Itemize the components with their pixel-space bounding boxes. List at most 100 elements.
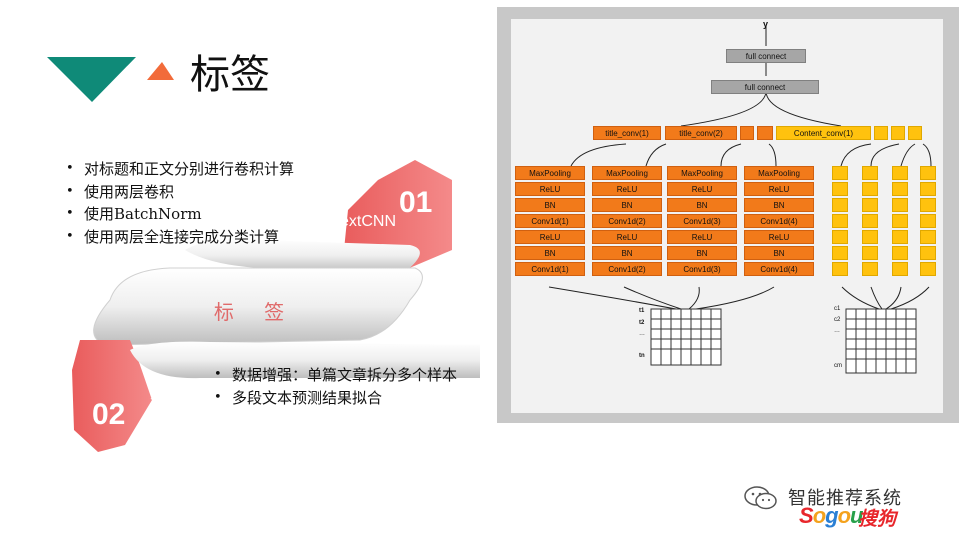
layer-block: ReLU <box>744 230 814 244</box>
output-label: y <box>763 19 768 29</box>
content-conv-1: Content_conv(1) <box>776 126 871 140</box>
layer-block: Conv1d(1) <box>515 262 585 276</box>
layer-block: BN <box>667 246 737 260</box>
logo-letter: o <box>838 503 850 528</box>
fc-bottom: full connect <box>711 80 819 94</box>
layer-block: Conv1d(2) <box>592 214 662 228</box>
badge-02-number: 02 <box>92 398 125 432</box>
title-conv-4 <box>757 126 773 140</box>
layer-block: Conv1d(2) <box>592 262 662 276</box>
fc-top: full connect <box>726 49 806 63</box>
layer-block: MaxPooling <box>667 166 737 180</box>
bullet-item: 多段文本预测结果拟合 <box>210 387 457 410</box>
badge-01-number: 01 <box>399 186 432 220</box>
title-conv-1: title_conv(1) <box>593 126 661 140</box>
title-decoration <box>44 54 174 106</box>
layer-block: ReLU <box>667 230 737 244</box>
layer-block: ReLU <box>592 182 662 196</box>
content-layer-block <box>920 198 936 212</box>
sogou-logo-cn: 搜狗 <box>858 504 896 531</box>
content-conv-4 <box>908 126 922 140</box>
logo-letter: S <box>799 503 813 528</box>
badge-01-label: TextCNN <box>332 213 396 231</box>
content-layer-block <box>832 214 848 228</box>
textcnn-diagram: y full connect full connect title_conv(1… <box>497 7 959 423</box>
sogou-logo: Sogou <box>799 503 863 529</box>
layer-block: MaxPooling <box>515 166 585 180</box>
layer-block: BN <box>744 246 814 260</box>
content-layer-block <box>832 198 848 212</box>
title-conv-2: title_conv(2) <box>665 126 737 140</box>
layer-block: BN <box>515 198 585 212</box>
layer-block: ReLU <box>515 182 585 196</box>
title-row-label: t2 <box>639 320 644 326</box>
diagram-canvas: y full connect full connect title_conv(1… <box>511 19 943 413</box>
content-layer-block <box>832 246 848 260</box>
content-layer-block <box>920 230 936 244</box>
wechat-icon <box>742 484 780 512</box>
content-row-label: c1 <box>834 306 840 312</box>
content-layer-block <box>832 182 848 196</box>
content-layer-block <box>920 246 936 260</box>
bullet-item: 使用BatchNorm <box>62 203 294 226</box>
layer-block: ReLU <box>667 182 737 196</box>
content-layer-block <box>862 198 878 212</box>
content-layer-block <box>862 182 878 196</box>
content-layer-block <box>862 166 878 180</box>
layer-block: ReLU <box>744 182 814 196</box>
content-layer-block <box>892 198 908 212</box>
content-conv-3 <box>891 126 905 140</box>
content-layer-block <box>892 230 908 244</box>
bullet-item: 对标题和正文分别进行卷积计算 <box>62 158 294 181</box>
logo-letter: o <box>813 503 825 528</box>
content-layer-block <box>892 262 908 276</box>
band-label: 标 签 <box>190 296 320 325</box>
layer-block: BN <box>592 198 662 212</box>
teal-triangle <box>47 57 136 102</box>
content-layer-block <box>892 214 908 228</box>
layer-block: Conv1d(3) <box>667 262 737 276</box>
layer-block: BN <box>592 246 662 260</box>
bullet-list-bottom: 数据增强：单篇文章拆分多个样本 多段文本预测结果拟合 <box>210 364 457 409</box>
logo-letter: g <box>825 503 837 528</box>
content-layer-block <box>920 166 936 180</box>
content-layer-block <box>832 230 848 244</box>
layer-block: Conv1d(3) <box>667 214 737 228</box>
content-layer-block <box>892 182 908 196</box>
orange-triangle <box>147 62 174 80</box>
layer-block: BN <box>515 246 585 260</box>
title-row-label: tn <box>639 353 645 359</box>
content-row-label: … <box>834 328 840 334</box>
layer-block: Conv1d(4) <box>744 262 814 276</box>
content-row-label: c2 <box>834 317 840 323</box>
title-row-label: … <box>639 331 645 337</box>
layer-block: Conv1d(4) <box>744 214 814 228</box>
content-conv-2 <box>874 126 888 140</box>
bullet-list-top: 对标题和正文分别进行卷积计算 使用两层卷积 使用BatchNorm 使用两层全连… <box>62 158 294 248</box>
content-layer-block <box>832 262 848 276</box>
layer-block: ReLU <box>515 230 585 244</box>
content-layer-block <box>920 262 936 276</box>
layer-block: MaxPooling <box>744 166 814 180</box>
content-layer-block <box>920 214 936 228</box>
content-layer-block <box>892 166 908 180</box>
title-conv-3 <box>740 126 754 140</box>
bullet-item: 使用两层卷积 <box>62 181 294 204</box>
content-layer-block <box>892 246 908 260</box>
title-row-label: t1 <box>639 308 644 314</box>
layer-block: MaxPooling <box>592 166 662 180</box>
content-layer-block <box>862 262 878 276</box>
badge-02-label: 数据 <box>150 379 182 403</box>
layer-block: Conv1d(1) <box>515 214 585 228</box>
content-layer-block <box>862 246 878 260</box>
content-layer-block <box>832 166 848 180</box>
bullet-item: 使用两层全连接完成分类计算 <box>62 226 294 249</box>
content-layer-block <box>920 182 936 196</box>
layer-block: BN <box>744 198 814 212</box>
content-layer-block <box>862 214 878 228</box>
content-layer-block <box>862 230 878 244</box>
layer-block: ReLU <box>592 230 662 244</box>
bullet-item: 数据增强：单篇文章拆分多个样本 <box>210 364 457 387</box>
layer-block: BN <box>667 198 737 212</box>
slide-title: 标签 <box>190 42 270 100</box>
